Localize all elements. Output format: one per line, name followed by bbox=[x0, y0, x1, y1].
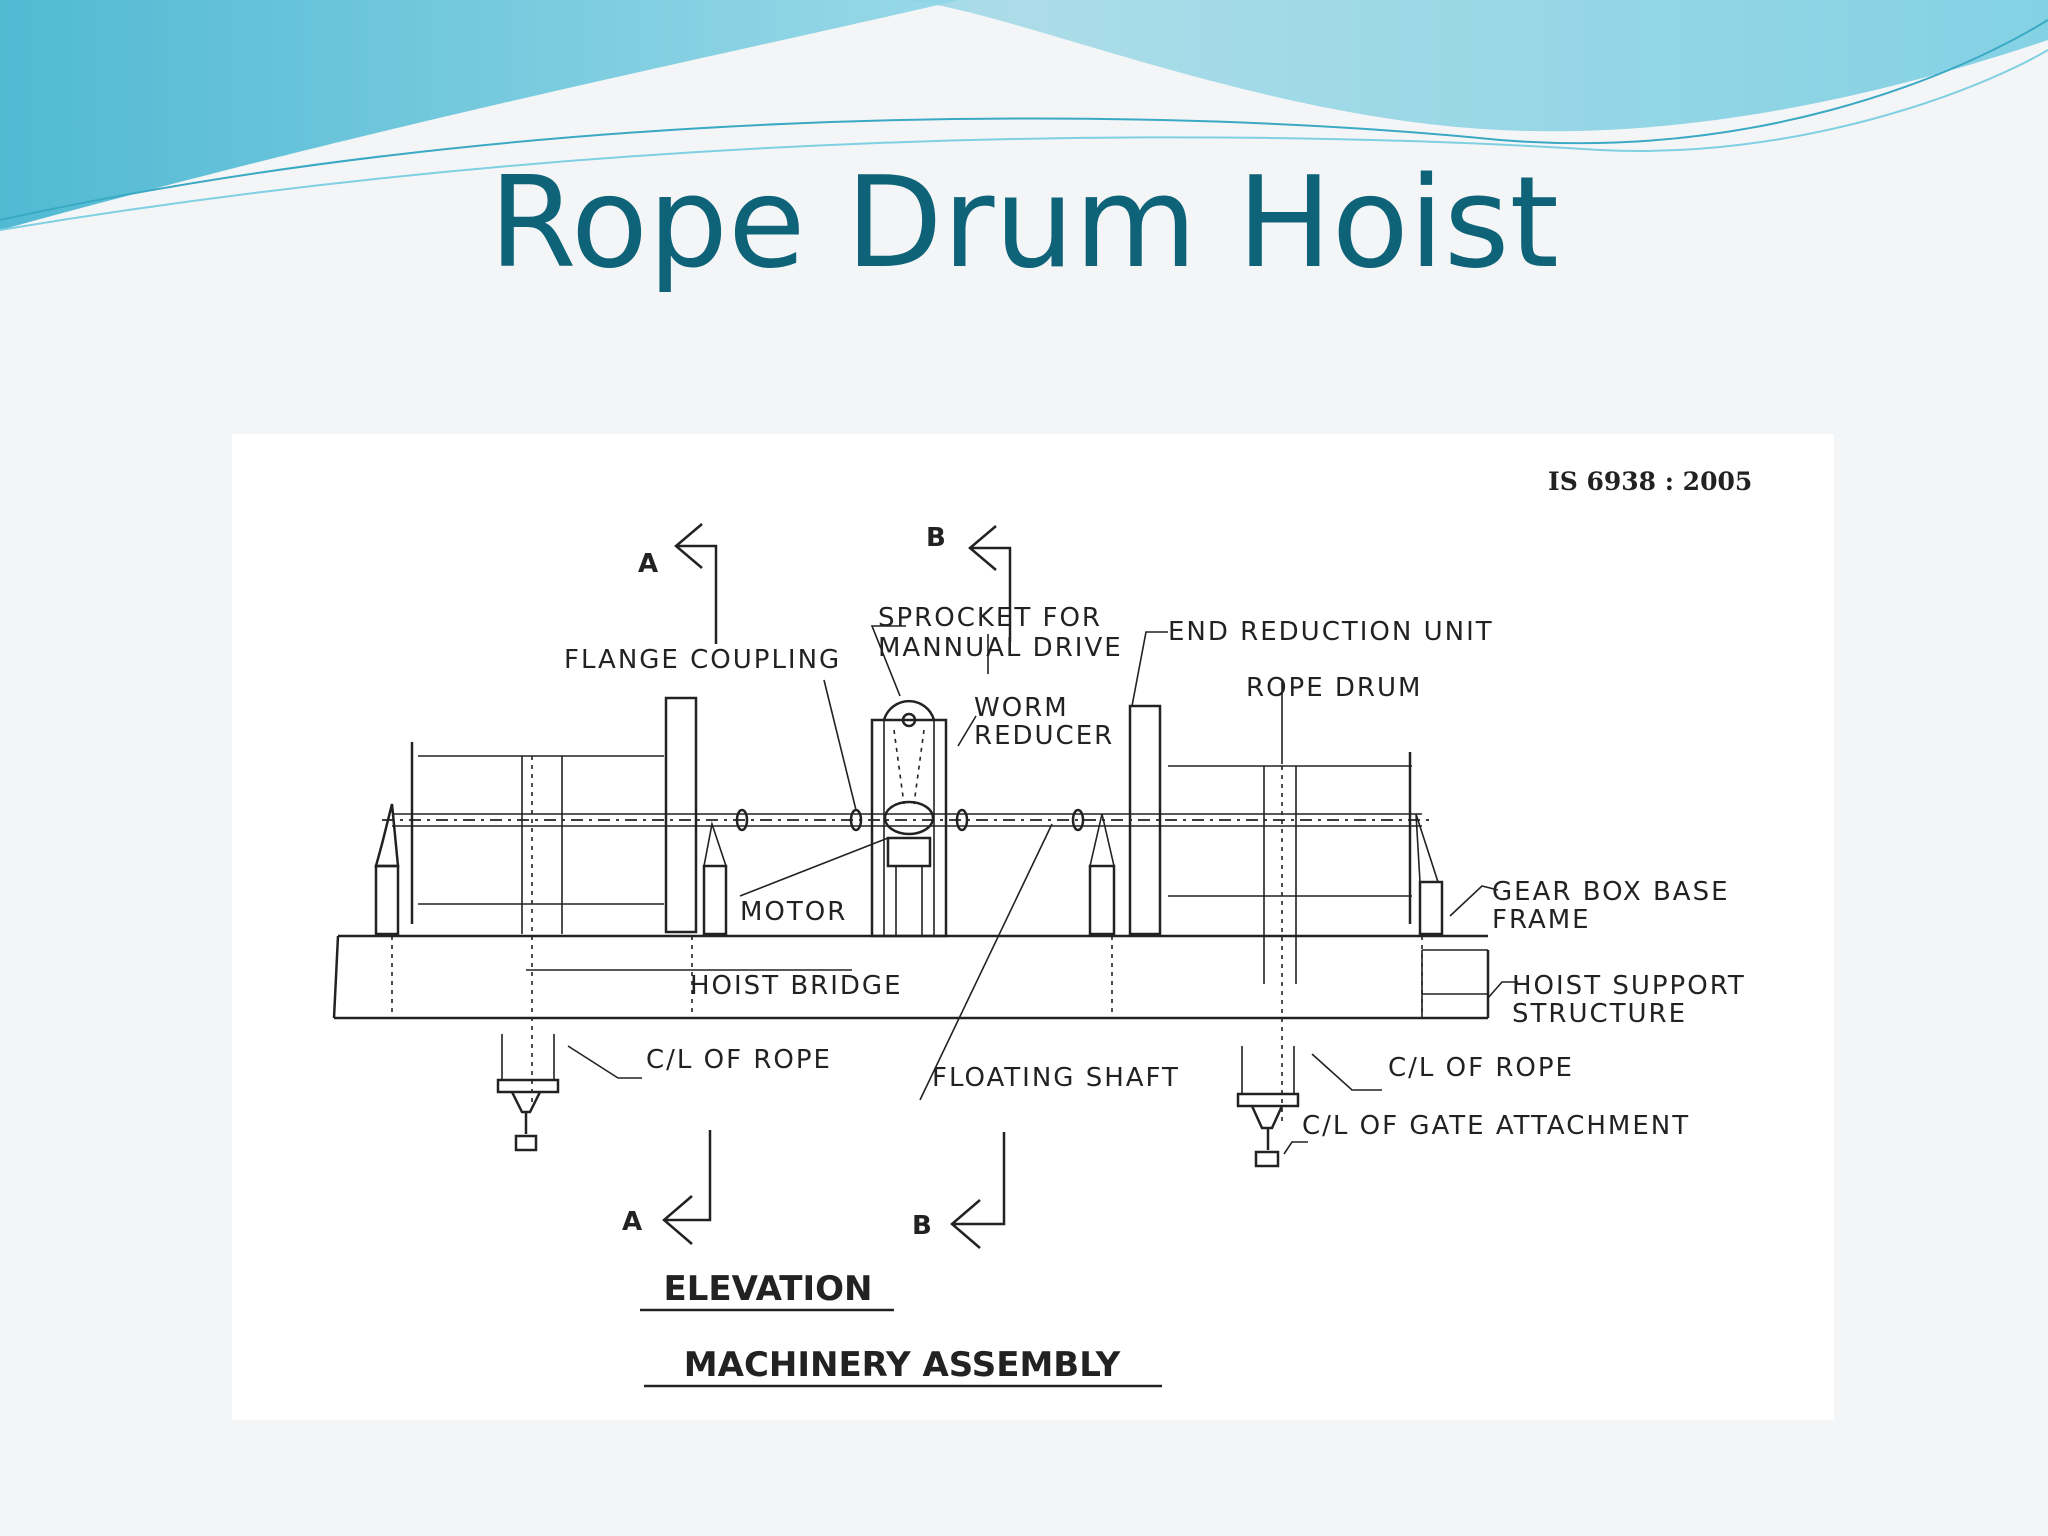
caption-elevation: ELEVATION bbox=[664, 1269, 873, 1309]
label-worm-line2: REDUCER bbox=[974, 721, 1114, 751]
svg-text:B: B bbox=[926, 523, 948, 553]
drive-shaft bbox=[382, 808, 1432, 832]
label-worm-line1: WORM bbox=[974, 693, 1069, 723]
svg-text:A: A bbox=[622, 1207, 644, 1237]
machinery-drawing-panel: IS 6938 : 2005 bbox=[232, 434, 1834, 1420]
section-marker-a-top: A bbox=[638, 523, 718, 644]
left-rope-drum bbox=[374, 696, 728, 1104]
svg-text:A: A bbox=[638, 549, 660, 579]
label-floating-shaft: FLOATING SHAFT bbox=[932, 1063, 1180, 1093]
worm-reducer-and-motor bbox=[870, 699, 948, 938]
right-rope-hook bbox=[1236, 1046, 1300, 1168]
label-support-line1: HOIST SUPPORT bbox=[1512, 971, 1746, 1001]
right-rope-drum bbox=[1088, 704, 1444, 1124]
label-sprocket-line2: MANNUAL DRIVE bbox=[878, 633, 1123, 663]
label-motor: MOTOR bbox=[740, 897, 847, 927]
section-marker-b-top: B bbox=[926, 523, 1012, 642]
leader-lines bbox=[526, 625, 1518, 1155]
label-gear-box-line1: GEAR BOX BASE bbox=[1492, 877, 1730, 907]
elevation-drawing: IS 6938 : 2005 bbox=[332, 467, 1752, 1388]
hoist-bridge-beam bbox=[332, 934, 1490, 1020]
label-rope-drum: ROPE DRUM bbox=[1246, 673, 1422, 703]
section-marker-a-bottom: A bbox=[622, 1130, 712, 1245]
standard-ref: IS 6938 : 2005 bbox=[1548, 467, 1752, 496]
header-wave-decoration bbox=[0, 0, 2048, 231]
left-rope-hook bbox=[496, 1034, 560, 1152]
label-end-reduction-unit: END REDUCTION UNIT bbox=[1168, 617, 1494, 647]
label-hoist-bridge: HOIST BRIDGE bbox=[690, 971, 903, 1001]
label-gate-attachment: C/L OF GATE ATTACHMENT bbox=[1302, 1111, 1690, 1141]
label-rope-centerline-right: C/L OF ROPE bbox=[1388, 1053, 1574, 1083]
slide-title: Rope Drum Hoist bbox=[489, 149, 1559, 296]
caption-machinery-assembly: MACHINERY ASSEMBLY bbox=[684, 1345, 1121, 1385]
svg-text:B: B bbox=[912, 1211, 934, 1241]
section-marker-b-bottom: B bbox=[912, 1132, 1006, 1249]
label-support-line2: STRUCTURE bbox=[1512, 999, 1687, 1029]
label-flange-coupling: FLANGE COUPLING bbox=[564, 645, 841, 675]
label-sprocket-line1: SPROCKET FOR bbox=[878, 603, 1102, 633]
label-gear-box-line2: FRAME bbox=[1492, 905, 1591, 935]
label-rope-centerline-left: C/L OF ROPE bbox=[646, 1045, 832, 1075]
